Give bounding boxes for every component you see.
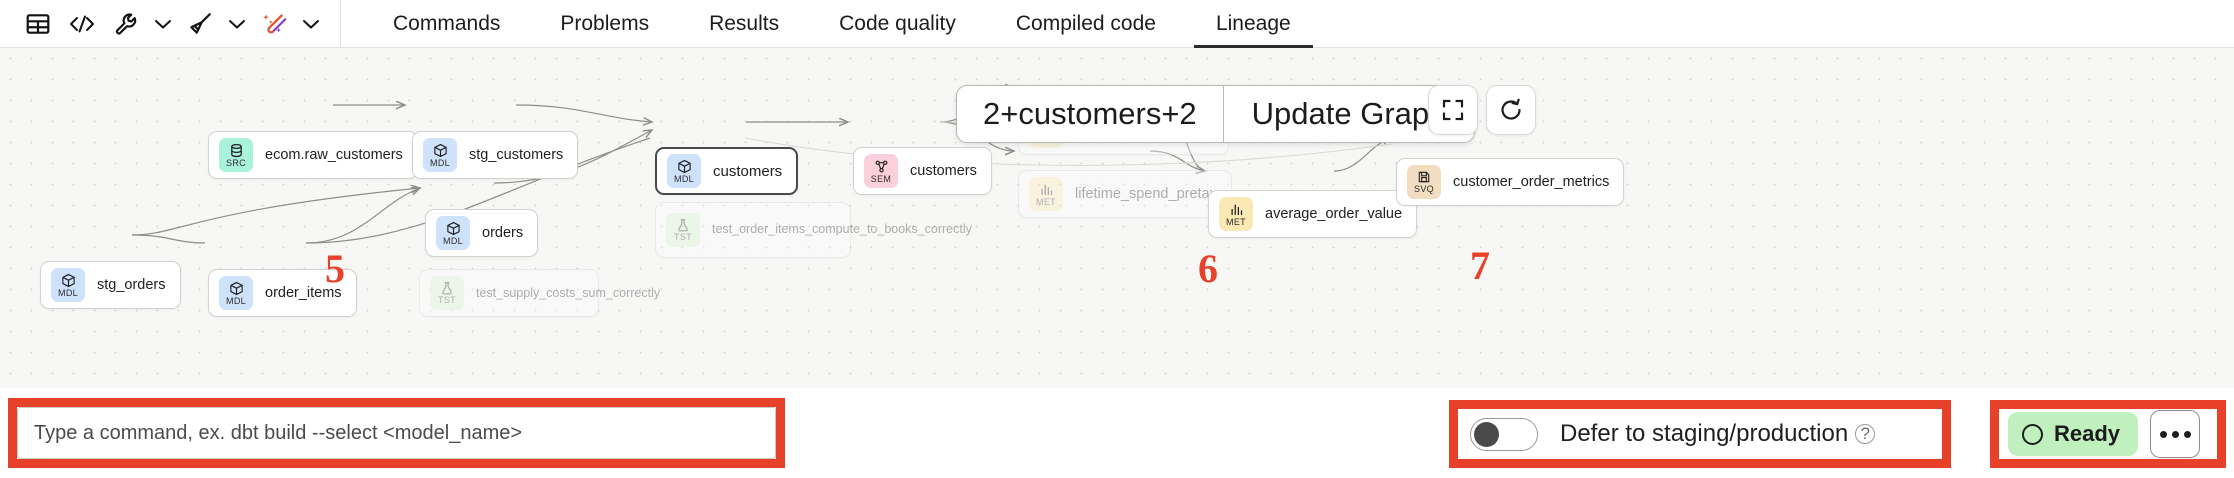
toggle-knob [1474, 421, 1499, 447]
code-icon[interactable] [60, 4, 104, 44]
mdl-badge-label: MDL [58, 287, 78, 298]
chevron-down-icon-broom[interactable] [222, 4, 252, 44]
tab-code-quality[interactable]: Code quality [839, 11, 956, 35]
refresh-icon[interactable] [1486, 85, 1536, 135]
command-input[interactable] [17, 407, 776, 459]
lineage-node-customer-order-metrics[interactable]: SVQ customer_order_metrics [1396, 158, 1625, 206]
node-label: test_order_items_compute_to_books_correc… [712, 222, 972, 237]
update-graph-button[interactable]: Update Graph [1251, 96, 1447, 131]
svq-badge-label: SVQ [1414, 184, 1434, 194]
sem-badge-icon: SEM [864, 154, 898, 188]
defer-label: Defer to staging/production [1560, 420, 1849, 447]
table-icon[interactable] [16, 4, 60, 44]
met-badge-icon: MET [1029, 177, 1063, 211]
lineage-canvas[interactable]: SRC ecom.raw_customers MDL stg_customers… [0, 48, 2234, 388]
toolbar-icon-group [0, 0, 341, 48]
status-area-highlight: Ready [1990, 400, 2226, 468]
tst-badge-label: TST [438, 295, 456, 305]
dot-icon [2159, 430, 2167, 438]
lineage-node-orders[interactable]: MDL orders [425, 209, 539, 257]
met-badge-label: MET [1036, 196, 1056, 207]
toolbar-divider [340, 0, 341, 48]
sem-badge-label: SEM [870, 173, 892, 184]
node-label: customer_order_metrics [1453, 174, 1610, 190]
annotation-7: 7 [1470, 243, 1490, 288]
src-badge-icon: SRC [219, 138, 253, 172]
mdl-badge-icon: MDL [423, 138, 457, 172]
node-label: customers [910, 163, 977, 179]
status-label: Ready [2054, 421, 2121, 446]
node-label: test_supply_costs_sum_correctly [476, 286, 661, 300]
command-input-highlight [8, 398, 785, 468]
node-label: ecom.raw_customers [265, 147, 403, 163]
mdl-badge-label: MDL [674, 173, 694, 184]
tab-results[interactable]: Results [709, 11, 780, 35]
table-icon-glyph [25, 11, 51, 37]
mdl-badge-icon: MDL [219, 276, 253, 310]
more-options-button[interactable] [2150, 410, 2201, 458]
tab-commands[interactable]: Commands [393, 11, 501, 35]
mdl-badge-label: MDL [443, 235, 463, 246]
node-label: stg_customers [469, 147, 564, 163]
chevron-down-icon-magic[interactable] [296, 4, 326, 44]
annotation-5: 5 [325, 246, 345, 291]
magic-wand-icon[interactable] [252, 4, 296, 44]
wrench-icon-glyph [113, 11, 139, 37]
node-label: stg_orders [97, 277, 166, 293]
annotation-6: 6 [1198, 246, 1218, 291]
lineage-node-ecom-raw-customers[interactable]: SRC ecom.raw_customers [208, 131, 418, 179]
tab-compiled-code[interactable]: Compiled code [1015, 11, 1156, 35]
chevron-down-icon-wrench[interactable] [148, 4, 178, 44]
tst-badge-icon: TST [666, 213, 700, 247]
defer-toggle-highlight: Defer to staging/production ? [1449, 400, 1951, 468]
lineage-node-customers-model[interactable]: MDL customers [655, 147, 799, 195]
top-toolbar: Commands Problems Results Code quality C… [0, 0, 2234, 48]
broom-icon[interactable] [178, 4, 222, 44]
node-label: order_items [265, 285, 342, 301]
code-icon-glyph [68, 11, 96, 37]
tab-lineage[interactable]: Lineage [1186, 0, 1321, 48]
lineage-node-customers-semantic[interactable]: SEM customers [853, 147, 992, 195]
node-label: lifetime_spend_pretax [1075, 186, 1217, 202]
node-label: orders [482, 225, 524, 241]
mdl-badge-label: MDL [430, 157, 450, 168]
lineage-node-test-supply-costs[interactable]: TST test_supply_costs_sum_correctly [419, 269, 660, 317]
dot-icon [2183, 430, 2191, 438]
help-icon[interactable]: ? [1855, 424, 1876, 444]
dot-icon [2171, 430, 2179, 438]
status-dot-icon [2022, 423, 2043, 445]
met-badge-label: MET [1226, 216, 1246, 227]
node-label: customers [713, 162, 783, 180]
lineage-node-lifetime-spend-pretax[interactable]: MET lifetime_spend_pretax [1018, 170, 1232, 218]
mdl-badge-icon: MDL [436, 216, 470, 250]
tst-badge-label: TST [674, 232, 692, 242]
node-label: average_order_value [1265, 206, 1403, 222]
lineage-node-test-order-items[interactable]: TST test_order_items_compute_to_books_co… [655, 202, 972, 258]
src-badge-label: SRC [226, 157, 246, 168]
graph-query-text: 2+customers+2 [983, 96, 1197, 131]
lineage-node-order-items[interactable]: MDL order_items [208, 269, 357, 317]
fit-view-icon[interactable] [1428, 85, 1478, 135]
overlay-divider [1222, 86, 1224, 142]
lineage-node-stg-orders[interactable]: MDL stg_orders [40, 261, 181, 309]
broom-icon-glyph [187, 11, 213, 37]
mdl-badge-icon: MDL [51, 268, 85, 302]
status-badge[interactable]: Ready [2008, 412, 2139, 456]
met-badge-icon: MET [1219, 197, 1253, 231]
svq-badge-icon: SVQ [1407, 165, 1441, 199]
mdl-badge-icon: MDL [667, 154, 701, 188]
wrench-icon[interactable] [104, 4, 148, 44]
lineage-node-stg-customers[interactable]: MDL stg_customers [412, 131, 579, 179]
magic-wand-icon-glyph [261, 11, 287, 37]
lineage-node-average-order-value[interactable]: MET average_order_value [1208, 190, 1418, 238]
tst-badge-icon: TST [430, 276, 464, 310]
mdl-badge-label: MDL [226, 295, 246, 306]
tab-problems[interactable]: Problems [560, 11, 650, 35]
defer-toggle[interactable] [1470, 417, 1538, 451]
graph-query-overlay: 2+customers+2 Update Graph [956, 85, 1476, 143]
tab-bar: Commands Problems Results Code quality C… [363, 0, 1321, 48]
